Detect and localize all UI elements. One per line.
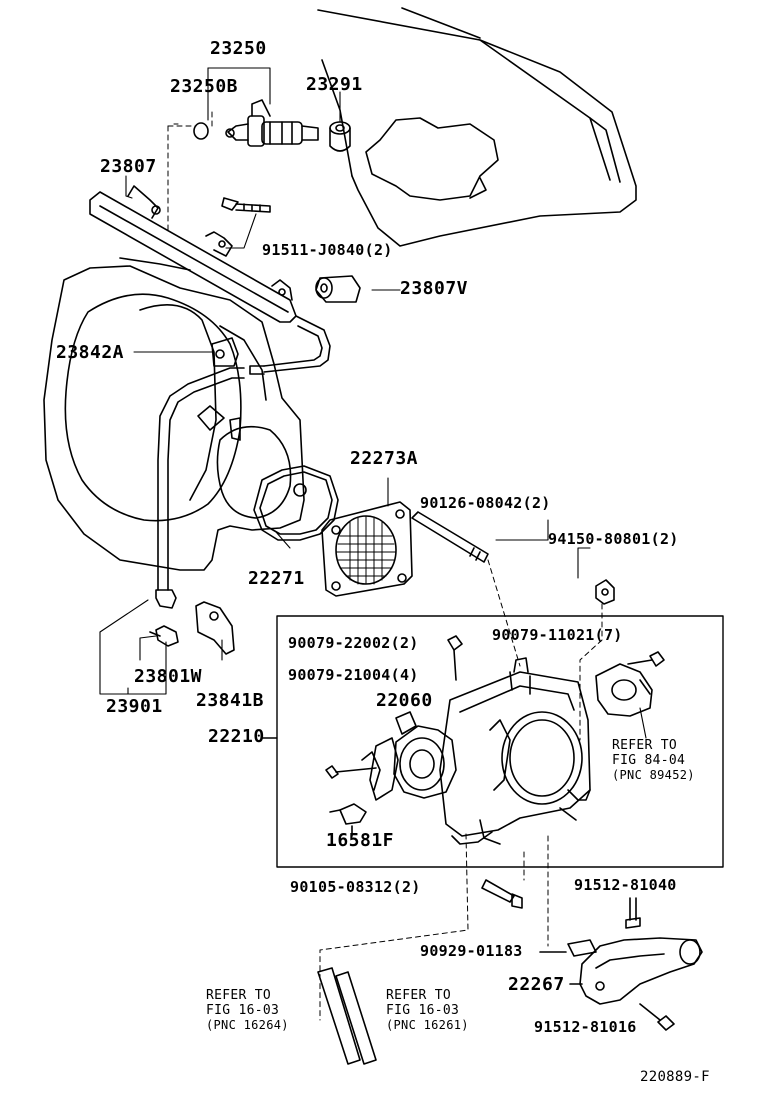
bracket-23841b bbox=[195, 601, 235, 655]
label-90105-08312: 90105-08312(2) bbox=[290, 878, 421, 896]
label-22273a: 22273A bbox=[350, 448, 419, 469]
bolt-91511 bbox=[221, 197, 271, 213]
label-23807v: 23807V bbox=[400, 278, 469, 299]
figure-code: 220889-F bbox=[640, 1069, 710, 1085]
plate-22273a bbox=[321, 501, 413, 597]
refer-fig-16-03-b: REFER TO FIG 16-03 (PNC 16261) bbox=[386, 988, 469, 1033]
label-22271: 22271 bbox=[248, 568, 305, 589]
leader-lines bbox=[99, 67, 591, 695]
label-91511-j0840: 91511-J0840(2) bbox=[262, 241, 393, 259]
sensor-22060 bbox=[395, 711, 417, 735]
gasket-22271 bbox=[253, 465, 339, 541]
bolt-90079-11021 bbox=[627, 651, 665, 667]
refer-fig-16-03-a-line2: FIG 16-03 bbox=[206, 1003, 280, 1018]
label-16581f: 16581F bbox=[326, 830, 395, 851]
bolt-90079-22002 bbox=[447, 635, 463, 681]
cable-bracket-22267 bbox=[569, 937, 703, 1005]
label-22267: 22267 bbox=[508, 974, 565, 995]
refer-fig-84-04-line1: REFER TO bbox=[612, 738, 678, 753]
clamp-23842a bbox=[211, 337, 239, 367]
label-90079-22002: 90079-22002(2) bbox=[288, 634, 419, 652]
refer-fig-84-04: REFER TO FIG 84-04 (PNC 89452) bbox=[612, 738, 695, 783]
label-90079-21004: 90079-21004(4) bbox=[288, 666, 419, 684]
clip-16581f bbox=[329, 803, 367, 837]
intake-cover-outline bbox=[317, 7, 637, 247]
label-22060: 22060 bbox=[376, 690, 433, 711]
label-22210: 22210 bbox=[208, 726, 265, 747]
refer-fig-16-03-b-line1: REFER TO bbox=[386, 988, 452, 1003]
plate-mesh bbox=[335, 515, 397, 585]
bolt-91512-81016 bbox=[639, 1003, 675, 1031]
refer-fig-16-03-a-pnc: (PNC 16264) bbox=[206, 1018, 289, 1032]
label-23250: 23250 bbox=[210, 38, 267, 59]
refer-fig-16-03-a: REFER TO FIG 16-03 (PNC 16264) bbox=[206, 988, 289, 1033]
refer-fig-16-03-b-pnc: (PNC 16261) bbox=[386, 1018, 469, 1032]
label-23841b: 23841B bbox=[196, 690, 265, 711]
label-94150-80801: 94150-80801(2) bbox=[548, 530, 679, 548]
throttle-pulley bbox=[361, 725, 457, 801]
nut-94150 bbox=[595, 579, 615, 605]
refer-fig-84-04-pnc: (PNC 89452) bbox=[612, 768, 695, 782]
clip-90929 bbox=[539, 939, 597, 957]
throttle-body-group-frame bbox=[261, 615, 724, 868]
sensor-plate bbox=[595, 663, 653, 717]
fuel-delivery-pipe bbox=[89, 185, 297, 323]
fuel-pipe bbox=[155, 315, 331, 609]
injector-o-ring bbox=[193, 122, 209, 140]
refer-fig-16-03-b-line2: FIG 16-03 bbox=[386, 1003, 460, 1018]
bolt-90079-21004 bbox=[325, 765, 377, 779]
refer-fig-16-03-a-line1: REFER TO bbox=[206, 988, 272, 1003]
hose-clip-23801w bbox=[149, 625, 179, 647]
label-23901: 23901 bbox=[106, 696, 163, 717]
label-90929-01183: 90929-01183 bbox=[420, 942, 523, 960]
dashed-guides bbox=[167, 111, 603, 1021]
label-91512-81040: 91512-81040 bbox=[574, 876, 677, 894]
collar-23807v bbox=[315, 275, 361, 303]
sensor-leader bbox=[639, 707, 647, 739]
throttle-cables bbox=[317, 967, 377, 1065]
label-23250b: 23250B bbox=[170, 76, 239, 97]
label-91512-81016: 91512-81016 bbox=[534, 1018, 637, 1036]
label-23801w: 23801W bbox=[134, 666, 203, 687]
bolt-91512-81040 bbox=[625, 897, 641, 929]
label-90126-08042: 90126-08042(2) bbox=[420, 494, 551, 512]
label-23842a: 23842A bbox=[56, 342, 125, 363]
surge-tank bbox=[43, 257, 305, 571]
throttle-body bbox=[439, 657, 591, 845]
stud-bolt-90126 bbox=[411, 511, 489, 563]
bolt-90105 bbox=[481, 879, 523, 909]
refer-fig-84-04-line2: FIG 84-04 bbox=[612, 753, 686, 768]
label-90079-11021: 90079-11021(7) bbox=[492, 626, 623, 644]
label-23291: 23291 bbox=[306, 74, 363, 95]
label-23807: 23807 bbox=[100, 156, 157, 177]
fuel-injector bbox=[225, 99, 319, 147]
